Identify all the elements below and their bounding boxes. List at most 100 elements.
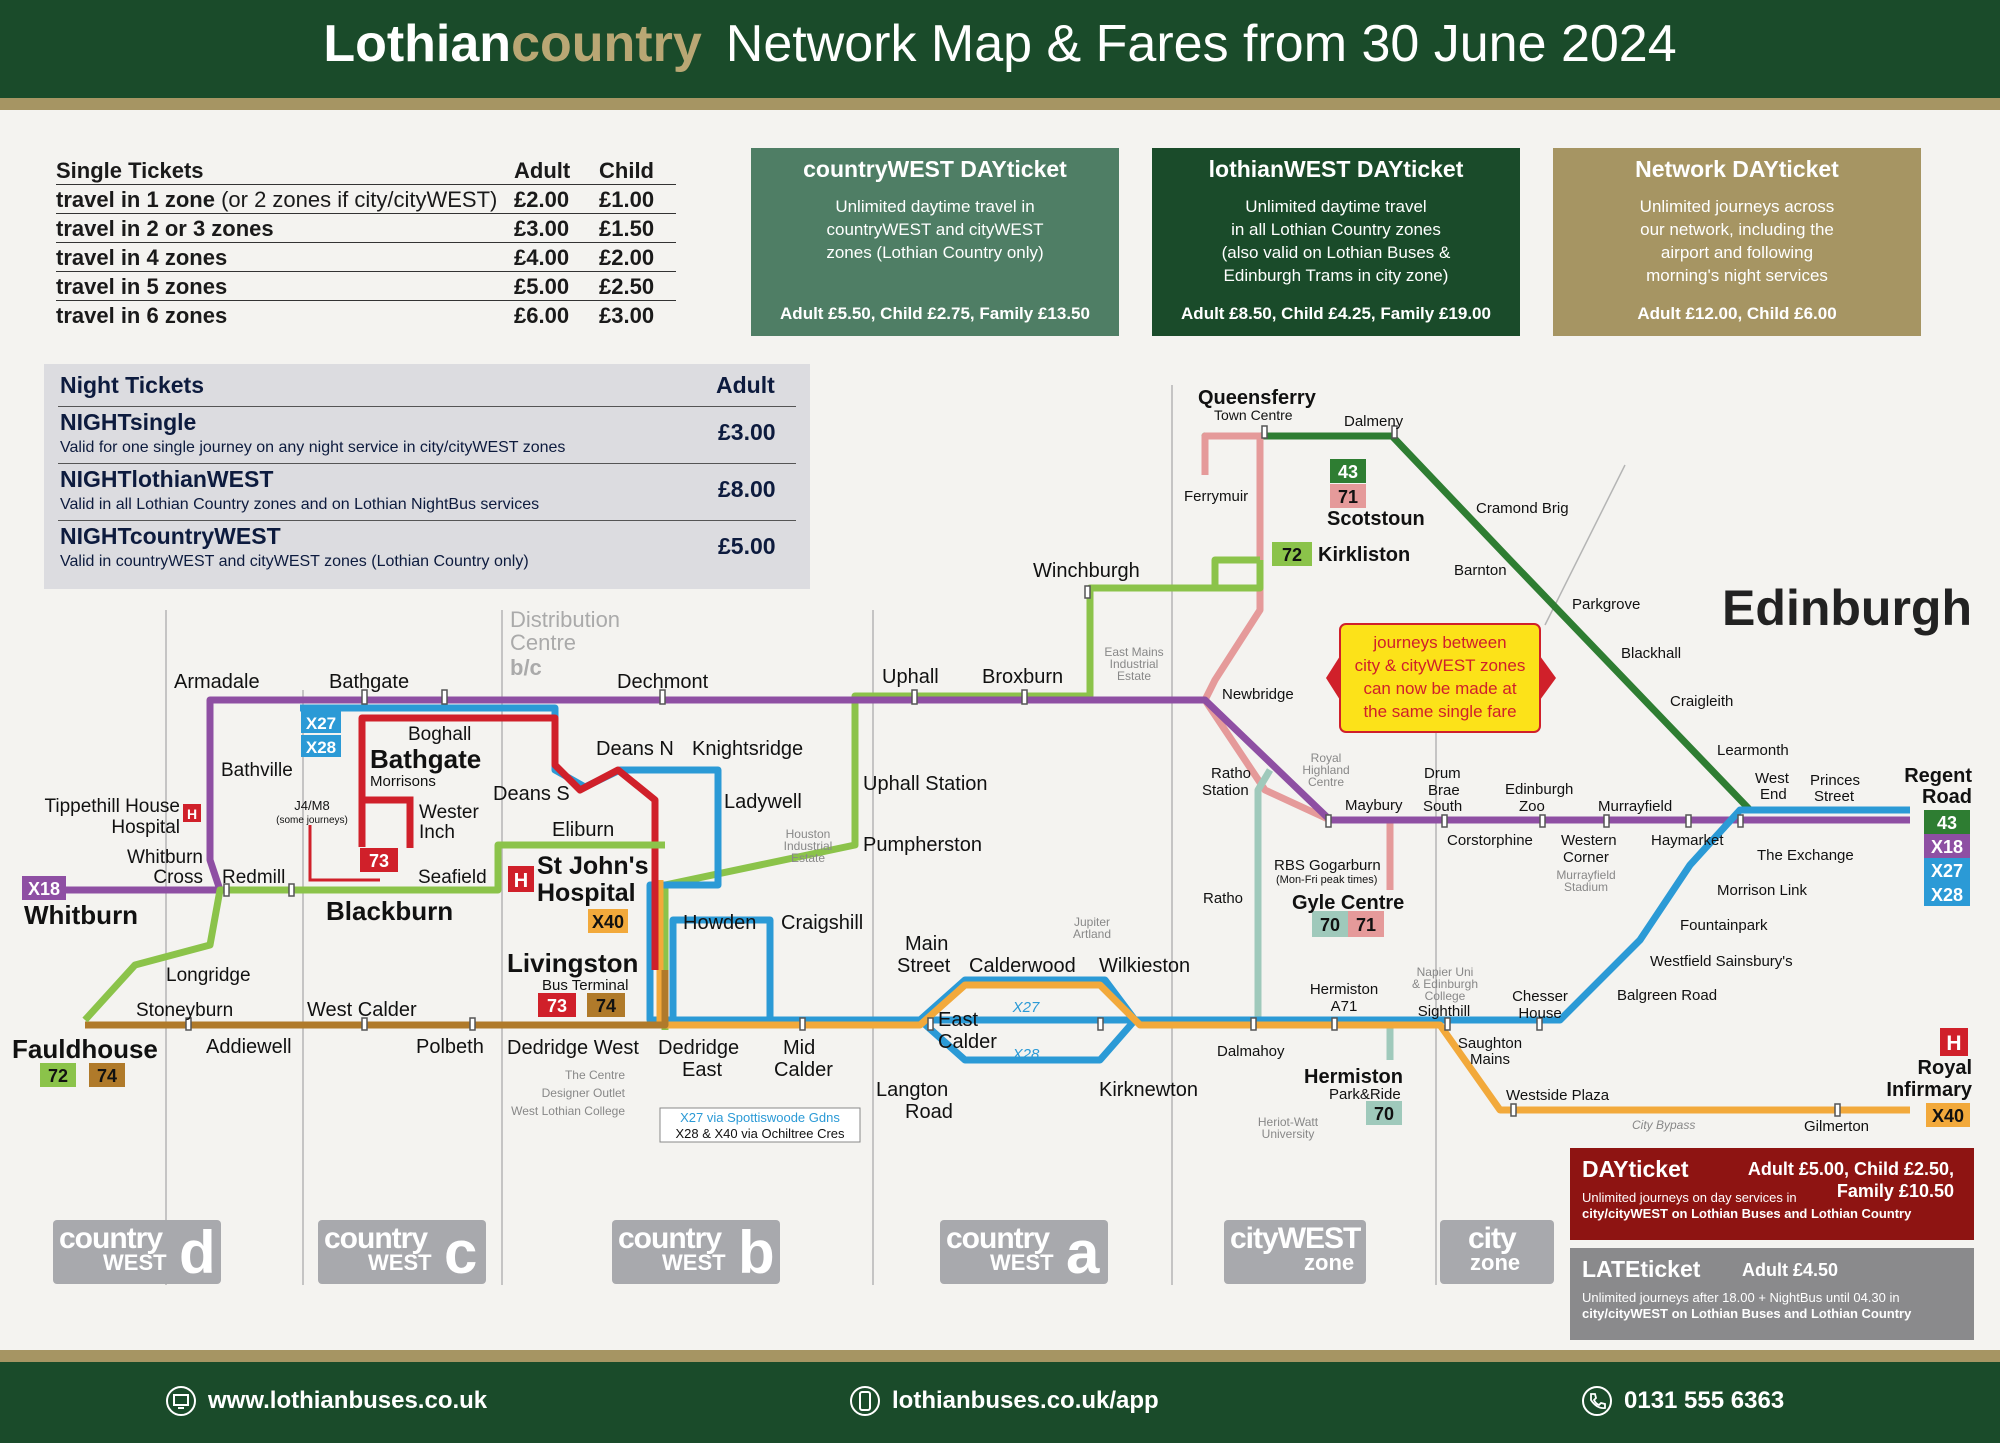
stop-tippethill: Tippethill House <box>44 796 180 817</box>
stop-napier: College <box>1425 989 1466 1003</box>
row-label: travel in 4 zones <box>56 245 228 270</box>
route-72-west <box>82 841 665 1023</box>
desc-line: Unlimited journeys after 18.00 + NightBu… <box>1582 1290 1900 1305</box>
stop-regentroad: Road <box>1922 786 1972 808</box>
zone-letter: a <box>1066 1219 1100 1286</box>
stop-seafield: Seafield <box>418 867 487 888</box>
table-row: travel in 2 or 3 zones £3.00 £1.50 <box>56 214 676 243</box>
badge-74: 74 <box>596 996 616 1016</box>
stop-centre: West Lothian College <box>511 1104 625 1118</box>
badge-72: 72 <box>1282 545 1302 565</box>
stop-midcalder: Mid <box>783 1037 815 1059</box>
stop-queensferry-sub: Town Centre <box>1214 407 1293 423</box>
badge-x28: X28 <box>1931 885 1963 905</box>
ticket-price: £5.00 <box>718 533 776 559</box>
card-title: Network DAYticket <box>1635 156 1839 182</box>
stop-sighthill: Sighthill <box>1418 1003 1471 1020</box>
zone-label: WEST <box>662 1250 726 1275</box>
badge-74: 74 <box>97 1066 117 1086</box>
badge-x27: X27 <box>306 714 336 733</box>
zone-label: zone <box>1470 1250 1521 1275</box>
stop-saughton: Saughton <box>1458 1035 1522 1052</box>
row-label: travel in 2 or 3 zones <box>56 216 274 241</box>
stop-whitburncross: Whitburn <box>127 847 203 868</box>
desc-line: city/cityWEST on Lothian Buses and Lothi… <box>1582 1206 1912 1221</box>
distribution-label: Distribution <box>510 607 620 632</box>
footer-phone[interactable]: 0131 555 6363 <box>1582 1386 1784 1416</box>
website-link[interactable]: www.lothianbuses.co.uk <box>208 1387 488 1414</box>
row-label: travel in 1 zone <box>56 187 215 212</box>
stop-bathgate: Bathgate <box>329 671 409 693</box>
app-link[interactable]: lothianbuses.co.uk/app <box>892 1387 1159 1414</box>
zone-letter: c <box>444 1219 478 1286</box>
stop-tippethill: Hospital <box>111 817 180 838</box>
stop-armadale: Armadale <box>174 671 260 693</box>
route-73-line <box>358 714 659 970</box>
desc-line: Unlimited journeys across <box>1639 197 1835 216</box>
stop-hermiston: Hermiston <box>1304 1066 1403 1088</box>
stop-exchange: The Exchange <box>1757 847 1854 864</box>
stop-parkgrove: Parkgrove <box>1572 596 1640 613</box>
stop-kirknewton: Kirknewton <box>1099 1079 1198 1101</box>
stop-addiewell: Addiewell <box>206 1036 292 1058</box>
ticket-name: NIGHTlothianWEST <box>60 466 274 492</box>
stop-westend: End <box>1760 786 1787 803</box>
stop-houston: Estate <box>791 851 825 865</box>
stop-ladywell: Ladywell <box>724 791 802 813</box>
stop-centre: The Centre <box>565 1068 625 1082</box>
row-adult: £5.00 <box>514 274 570 299</box>
stop-stoneyburn: Stoneyburn <box>136 1000 233 1021</box>
badge-43: 43 <box>1937 813 1957 833</box>
badge-43: 43 <box>1338 462 1358 482</box>
route-x27-label: X27 <box>1012 999 1040 1016</box>
route-x28-label: X28 <box>1012 1046 1040 1063</box>
ticket-desc: Valid in all Lothian Country zones and o… <box>60 496 540 513</box>
stop-corstorphine: Corstorphine <box>1447 832 1533 849</box>
stop-whitburn: Whitburn <box>24 900 138 930</box>
zone-letter: d <box>179 1219 216 1286</box>
stop-stjohns: Hospital <box>537 879 636 907</box>
stop-eastcalder: East <box>938 1009 978 1031</box>
badge-71: 71 <box>1338 487 1358 507</box>
lateticket-price: Adult £4.50 <box>1742 1260 1839 1280</box>
row-child: £1.50 <box>599 216 655 241</box>
desc-line: zones (Lothian Country only) <box>826 243 1044 262</box>
stop-wester: Wester <box>419 802 480 823</box>
desc-line: city/cityWEST on Lothian Buses and Lothi… <box>1582 1306 1912 1321</box>
stop-haymarket: Haymarket <box>1651 832 1724 849</box>
phone-number[interactable]: 0131 555 6363 <box>1624 1387 1785 1414</box>
stop-westend: West <box>1755 770 1790 787</box>
distribution-label: b/c <box>510 655 542 680</box>
via-note-line: X27 via Spottiswoode Gdns <box>680 1110 840 1125</box>
row-adult: £6.00 <box>514 303 570 328</box>
stop-royalhighland: Royal <box>1311 751 1342 765</box>
stop-kirkliston: Kirkliston <box>1318 544 1410 566</box>
stop-labels: Queensferry Town Centre Dalmeny Ferrymui… <box>12 387 1973 1141</box>
distribution-label: Centre <box>510 630 576 655</box>
stop-westfield: Westfield Sainsbury's <box>1650 953 1793 970</box>
badge-x18: X18 <box>28 879 60 899</box>
stop-houston: Houston <box>786 827 831 841</box>
route-badges: 43 71 72 70 71 70 X27 X28 73 X40 73 74 7… <box>22 459 1970 1127</box>
footer-web[interactable]: www.lothianbuses.co.uk <box>166 1386 487 1416</box>
stop-dalmahoy: Dalmahoy <box>1217 1043 1285 1060</box>
zone-letter: b <box>738 1219 775 1286</box>
zone-country-west-c: country WEST c <box>318 1219 486 1286</box>
ticket-price: £8.00 <box>718 476 776 502</box>
footer-app[interactable]: lothianbuses.co.uk/app <box>850 1386 1159 1416</box>
dayticket-title: DAYticket <box>1582 1156 1689 1182</box>
stop-rathostation: Ratho <box>1211 765 1251 782</box>
desc-line: (also valid on Lothian Buses & <box>1221 243 1451 262</box>
stop-stjohns: St John's <box>537 852 649 880</box>
monitor-icon <box>166 1386 196 1416</box>
hospital-icon <box>1940 1028 1968 1056</box>
lateticket-title: LATEticket <box>1582 1256 1701 1282</box>
single-tickets-table: Single Tickets Adult Child travel in 1 z… <box>56 156 676 329</box>
ticket-desc: Valid for one single journey on any nigh… <box>60 439 566 456</box>
stop-westerncorner: Western <box>1561 832 1617 849</box>
stop-royalinfirmary: Infirmary <box>1886 1079 1972 1101</box>
card-title: countryWEST DAYticket <box>803 156 1067 182</box>
stop-ratho: Ratho <box>1203 890 1243 907</box>
